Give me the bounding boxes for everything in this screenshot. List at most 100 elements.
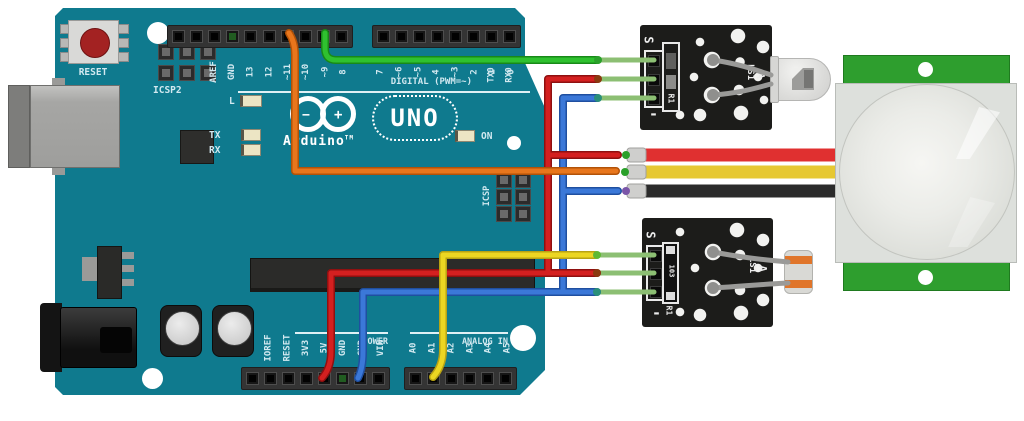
pin [172,30,185,43]
pir-mounting-hole [918,62,933,77]
gnd-wire-outline [354,94,622,382]
analog-wire [430,252,598,380]
leg-pad [707,54,719,66]
usb-port [8,78,120,175]
silkscreen-line [238,91,530,93]
pin [336,372,349,385]
pin [431,30,444,43]
power-jack-front [40,303,62,372]
reset-button-cap [80,28,110,58]
leg-pad [707,282,719,294]
clear-led [770,56,832,103]
trademark: TM [344,134,355,142]
capacitor [212,305,254,357]
pin [298,30,312,43]
pir-pcb-top [843,55,1010,85]
junction-dot [622,187,630,195]
mounting-hole [147,22,169,44]
junction-dot [594,56,602,64]
led-l [240,95,262,107]
led-l-label: L [229,96,235,107]
pin [377,30,390,43]
resistor-band [666,53,676,69]
arduino-logo-icon [320,96,356,132]
icsp2-pin [158,44,174,60]
icsp-pin [496,172,512,188]
voltage-regulator [97,246,122,299]
junction-dot [593,251,601,259]
pin [409,372,422,385]
reset-button [68,20,119,64]
pin [372,372,385,385]
junction-dot [593,288,601,296]
digital-header-right [372,25,521,48]
logo-minus: − [302,108,310,123]
pin [463,372,476,385]
pin [445,372,458,385]
pir-mounting-hole [918,270,933,285]
led-tx-label: TX [209,130,221,141]
regulator-tab [82,257,97,281]
pin [413,30,426,43]
pin [300,372,313,385]
mounting-hole [142,368,163,389]
icsp-pin [515,189,531,205]
icsp2-pin [200,65,216,81]
pin [262,30,276,43]
pin [467,30,480,43]
module-pin-legs [592,57,657,295]
reset-label: RESET [78,67,108,78]
leg-pad [707,246,719,258]
led-flange [770,56,779,103]
led-signal-wire-outline [321,29,601,64]
regulator-pin [119,265,134,272]
pin [449,30,462,43]
icsp2-pin [158,65,174,81]
leg-pad [707,89,719,101]
resistor-cap [666,292,675,300]
power-caption: POWER [362,337,388,347]
pin [190,30,204,43]
resistor-r1: 103 R1 [662,242,679,304]
junction-dot [621,168,629,176]
usb-port-body [30,85,120,168]
regulator-pin [119,252,134,259]
pin [264,372,277,385]
minus-pin-label: - [649,105,659,123]
pin [481,372,494,385]
usb-port-back [8,85,30,168]
power-jack [40,303,137,372]
led-rx-label: RX [209,145,221,156]
pin [244,30,258,43]
minus-pin-label: - [652,304,662,322]
model-name: UNO [390,104,440,132]
pir-signal-wire [286,30,619,174]
icsp2-pin [179,65,195,81]
gnd-wire [355,95,621,381]
regulator-pin [119,279,134,286]
power-wire [319,76,621,381]
resistor-r1: R1 [662,42,680,112]
ldr-band [785,256,812,264]
icsp-pin [515,206,531,222]
junction-dot [593,269,601,277]
junction-dot [622,151,630,159]
component-legs [710,57,791,291]
mounting-hole [510,325,536,351]
capacitor [160,305,202,357]
resistor-cap [666,246,675,254]
ldr-band [785,280,812,288]
pin [246,372,259,385]
led-die-post [804,70,813,88]
digital-caption: DIGITAL (PWM=~) [390,77,472,87]
icsp-pin [496,206,512,222]
led-on [455,130,475,142]
resistor-band [666,75,676,89]
junction-dot [594,94,602,102]
pin [395,30,408,43]
usb-tab [52,167,65,175]
pin [208,30,222,43]
